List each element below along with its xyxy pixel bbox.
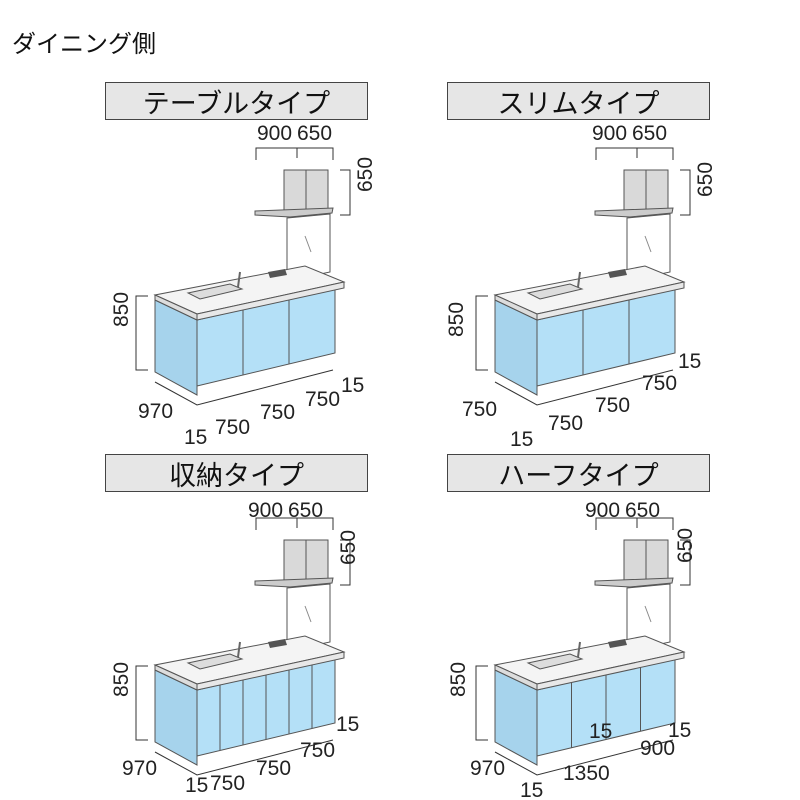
shelf — [254, 207, 334, 218]
dim-height: 850 — [110, 662, 133, 697]
kitchen-unit-1 — [475, 147, 691, 406]
sink — [526, 653, 584, 670]
backsplash-panel — [626, 213, 671, 282]
dim-side-right: 15 — [336, 713, 359, 736]
shelf — [254, 577, 334, 588]
dim-line-hood-width — [255, 147, 334, 160]
sink — [186, 653, 244, 670]
dim-width: 750 — [305, 388, 340, 411]
dim-line-depth-width — [494, 369, 674, 406]
dim-side-left: 15 — [520, 779, 543, 800]
sink — [186, 283, 244, 300]
dim-hood-width-b: 650 — [625, 499, 660, 522]
dim-width: 900 — [640, 737, 675, 760]
dim-width: 750 — [595, 394, 630, 417]
kitchen-unit-2 — [135, 517, 351, 776]
dim-line-depth-width — [154, 739, 334, 776]
dim-line-height — [135, 295, 148, 371]
panel-title-slim-type: スリムタイプ — [447, 82, 710, 120]
faucet — [237, 641, 241, 658]
dim-width: 750 — [210, 772, 245, 795]
dim-depth: 970 — [122, 757, 157, 780]
dim-hood-width-a: 900 — [585, 499, 620, 522]
panel-title-storage-type: 収納タイプ — [105, 454, 368, 492]
dim-depth: 970 — [470, 757, 505, 780]
kitchen-unit-0 — [135, 147, 351, 406]
faucet — [577, 641, 581, 658]
dim-line-height — [475, 295, 488, 371]
dim-width: 750 — [300, 739, 335, 762]
countertop-edge — [536, 281, 685, 321]
kitchen-unit-3 — [475, 517, 691, 776]
dim-hood-height: 650 — [354, 157, 377, 192]
glass-mark — [304, 235, 312, 253]
dim-side-right: 15 — [678, 350, 701, 373]
dim-width: 1350 — [563, 762, 610, 785]
dim-hood-width-b: 650 — [288, 499, 323, 522]
panel-title-table-type: テーブルタイプ — [105, 82, 368, 120]
dim-line-hood-width — [255, 517, 334, 530]
dim-width: 750 — [642, 372, 677, 395]
stove — [608, 639, 627, 648]
dim-hood-width-b: 650 — [632, 122, 667, 145]
dim-height: 850 — [447, 662, 470, 697]
dim-side-left: 15 — [185, 774, 208, 797]
faucet — [577, 271, 581, 288]
stove — [268, 639, 287, 648]
dim-depth: 750 — [462, 398, 497, 421]
dim-hood-height: 650 — [674, 528, 697, 563]
dim-width: 750 — [215, 416, 250, 439]
shelf — [594, 207, 674, 218]
dim-side-right: 15 — [668, 719, 691, 742]
stove — [268, 269, 287, 278]
panel-title-half-type: ハーフタイプ — [447, 454, 710, 492]
glass-mark — [644, 605, 652, 623]
backsplash-panel — [286, 213, 331, 282]
dim-hood-width-a: 900 — [592, 122, 627, 145]
dim-hood-height: 650 — [694, 162, 717, 197]
dim-line-hood-height — [340, 539, 351, 586]
dim-hood-width-b: 650 — [297, 122, 332, 145]
dim-width: 750 — [256, 757, 291, 780]
dim-line-depth-width — [494, 739, 674, 776]
dim-width: 750 — [548, 412, 583, 435]
dim-side-left: 15 — [510, 428, 533, 451]
dim-height: 850 — [445, 302, 468, 337]
dim-hood-width-a: 900 — [257, 122, 292, 145]
dim-height: 850 — [110, 292, 133, 327]
dim-depth: 970 — [138, 400, 173, 423]
dim-line-depth-width — [154, 369, 334, 406]
dim-line-hood-width — [595, 517, 674, 530]
dim-line-height — [135, 665, 148, 741]
countertop-edge — [196, 651, 345, 691]
dim-width: 750 — [260, 401, 295, 424]
dim-side-left: 15 — [184, 426, 207, 449]
dim-hood-height: 650 — [337, 530, 360, 565]
dim-side-right: 15 — [341, 374, 364, 397]
shelf — [594, 577, 674, 588]
dim-width: 15 — [589, 720, 612, 743]
backsplash-panel — [626, 583, 671, 652]
glass-mark — [304, 605, 312, 623]
countertop-edge — [536, 651, 685, 691]
dim-hood-width-a: 900 — [248, 499, 283, 522]
dim-line-hood-height — [680, 539, 691, 586]
dim-line-hood-width — [595, 147, 674, 160]
sink — [526, 283, 584, 300]
dim-line-hood-height — [340, 169, 351, 216]
dim-line-hood-height — [680, 169, 691, 216]
countertop-edge — [196, 281, 345, 321]
backsplash-panel — [286, 583, 331, 652]
page-heading: ダイニング側 — [12, 30, 156, 58]
dim-line-height — [475, 665, 488, 741]
faucet — [237, 271, 241, 288]
stove — [608, 269, 627, 278]
glass-mark — [644, 235, 652, 253]
